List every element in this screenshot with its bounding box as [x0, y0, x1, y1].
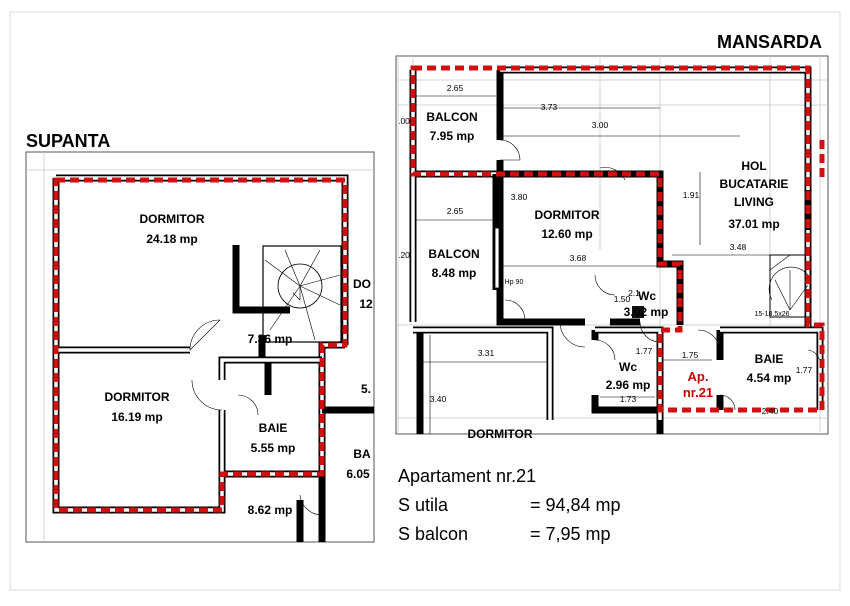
supanta-staircase: [262, 245, 342, 343]
dimension-label: 2.40: [762, 406, 779, 416]
dimension-label: 1.77: [796, 365, 813, 375]
room-area: 4.54 mp: [747, 371, 792, 385]
mansarda-plan: 2.65 3.73 3.00 .00 3.80 1.91 2.65 3.68 3…: [395, 55, 829, 441]
door-swing: [594, 274, 616, 296]
apartment-label: nr.21: [683, 385, 713, 400]
dimension-label: 3.40: [430, 394, 447, 404]
summary-label: S utila: [398, 495, 449, 515]
door-swing: [504, 299, 526, 321]
room-name: BAIE: [259, 421, 288, 435]
summary-value: = 7,95 mp: [530, 524, 611, 544]
summary-title: Apartament nr.21: [398, 466, 536, 486]
door-swing: [191, 379, 223, 411]
dimension-label: .00: [398, 116, 410, 126]
room-name: Wc: [638, 289, 656, 303]
door-swing: [559, 321, 586, 348]
room-name: DORMITOR: [534, 208, 599, 222]
room-name: DO: [353, 277, 371, 291]
room-area: 8.48 mp: [432, 266, 477, 280]
mansarda-frame: [395, 55, 829, 435]
room-name: Wc: [619, 360, 637, 374]
mansarda-staircase: [768, 254, 811, 318]
dimension-label: 2.65: [447, 206, 464, 216]
room-name: BUCATARIE: [720, 177, 789, 191]
room-area: 5.55 mp: [251, 441, 296, 455]
supanta-apartment-boundary: [53, 177, 348, 513]
room-area: 2.96 mp: [606, 378, 651, 392]
supanta-title: SUPANTA: [26, 131, 110, 151]
room-area: 24.18 mp: [146, 232, 197, 246]
room-name: DORMITOR: [139, 212, 204, 226]
dimension-label: 1.77: [636, 346, 653, 356]
door-swing: [697, 329, 721, 353]
room-area: 37.01 mp: [728, 217, 779, 231]
room-name: DORMITOR: [104, 390, 169, 404]
apartment-summary: Apartament nr.21 S utila = 94,84 mp S ba…: [398, 466, 621, 544]
dimension-label: Hp 90: [505, 279, 524, 286]
apartment-21-boundary: [410, 65, 825, 413]
door-swing: [639, 321, 661, 343]
door-swing: [499, 139, 521, 161]
room-name: LIVING: [734, 195, 774, 209]
window-marker: [494, 227, 500, 289]
door-swing: [299, 494, 323, 516]
dimension-label: 2.65: [447, 83, 464, 93]
room-area: 7.95 mp: [430, 129, 475, 143]
door-swing: [594, 339, 616, 361]
room-name: BALCON: [426, 110, 477, 124]
summary-value: = 94,84 mp: [530, 495, 621, 515]
dimension-label: 1.73: [620, 394, 637, 404]
room-name: DORMITOR: [467, 427, 532, 441]
summary-label: S balcon: [398, 524, 468, 544]
dimension-label: .20: [398, 250, 410, 260]
supanta-frame: [25, 151, 375, 543]
dimension-label: 15-18.5x26: [754, 311, 789, 318]
mansarda-title: MANSARDA: [717, 32, 822, 52]
room-name: BAIE: [755, 352, 784, 366]
door-swing: [237, 394, 259, 416]
dimension-label: 3.73: [541, 102, 558, 112]
dimension-label: 3.68: [570, 253, 587, 263]
dimension-label: 1.91: [683, 190, 700, 200]
dimension-label: 3.80: [511, 192, 528, 202]
room-area: 5.: [361, 382, 371, 396]
dimension-label: 3.00: [592, 120, 609, 130]
room-name: BALCON: [428, 247, 479, 261]
sheet-frame: [9, 11, 841, 591]
room-area: 8.62 mp: [248, 503, 293, 517]
room-area: 6.05: [346, 467, 370, 481]
room-area: 3.02 mp: [624, 305, 669, 319]
dimension-label: 1.75: [682, 350, 699, 360]
supanta-plan: DORMITOR 24.18 mp DORMITOR 16.19 mp 7.36…: [25, 151, 375, 543]
dimension-label: 2.1: [628, 288, 640, 298]
shaft-marker: [632, 306, 644, 318]
dimension-label: 3.31: [478, 348, 495, 358]
apartment-label: Ap.: [688, 369, 709, 384]
dimension-label: 1.50: [614, 294, 631, 304]
door-swing: [719, 394, 736, 411]
room-area: 7.36 mp: [248, 332, 293, 346]
room-name: BA: [353, 447, 371, 461]
room-area: 16.19 mp: [111, 410, 162, 424]
door-swing: [189, 319, 221, 351]
room-area: 12.60 mp: [541, 227, 592, 241]
room-name: HOL: [741, 159, 766, 173]
dimension-label: 3.48: [730, 242, 747, 252]
room-area: 12: [359, 297, 373, 311]
door-swing: [599, 167, 626, 181]
